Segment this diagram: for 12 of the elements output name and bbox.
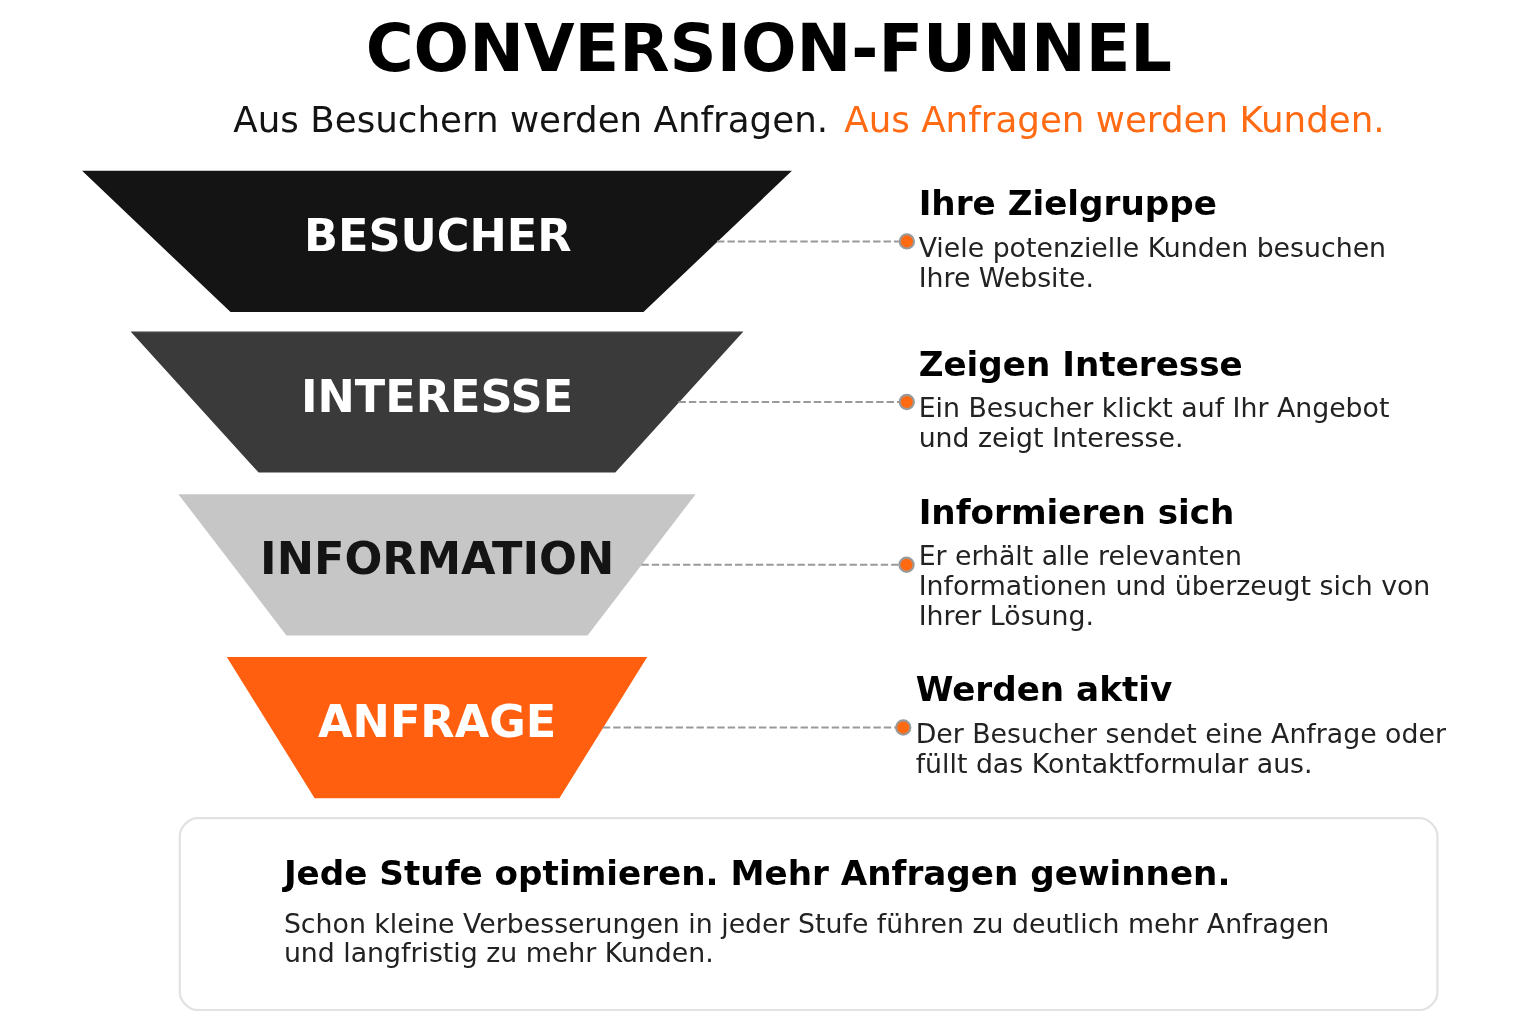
diagram-title: CONVERSION-FUNNEL (365, 9, 1172, 86)
label: Aus Besuchern werden Anfragen. (232, 98, 828, 140)
node-text: Werden aktiv Der Besucher sendet eine Anfrage oder füllt das Kontaktformular aus. (915, 669, 1446, 779)
node-box: Jede Stufe optimieren. Mehr Anfragen gewinnen. Schon kleine Verbesserungen in jeder Stufe führen zu deutlich mehr Anfragen und langfristig zu mehr Kunden. (178, 817, 1439, 1012)
connector (677, 393, 915, 411)
node-text: Informieren sich Er erhält alle relevanten Informationen und überzeugt sich von Ihrer Lösung. (918, 491, 1430, 631)
connector (716, 233, 915, 250)
node-text: Zeigen Interesse Ein Besucher klickt auf Ihr Angebot und zeigt Interesse. (918, 343, 1389, 454)
label: Aus Anfragen werden Kunden. (843, 98, 1385, 140)
connector (640, 556, 915, 573)
connector (602, 719, 911, 736)
node-text: Ihre Zielgruppe Viele potenzielle Kunden besuchen Ihre Website. (918, 183, 1386, 293)
